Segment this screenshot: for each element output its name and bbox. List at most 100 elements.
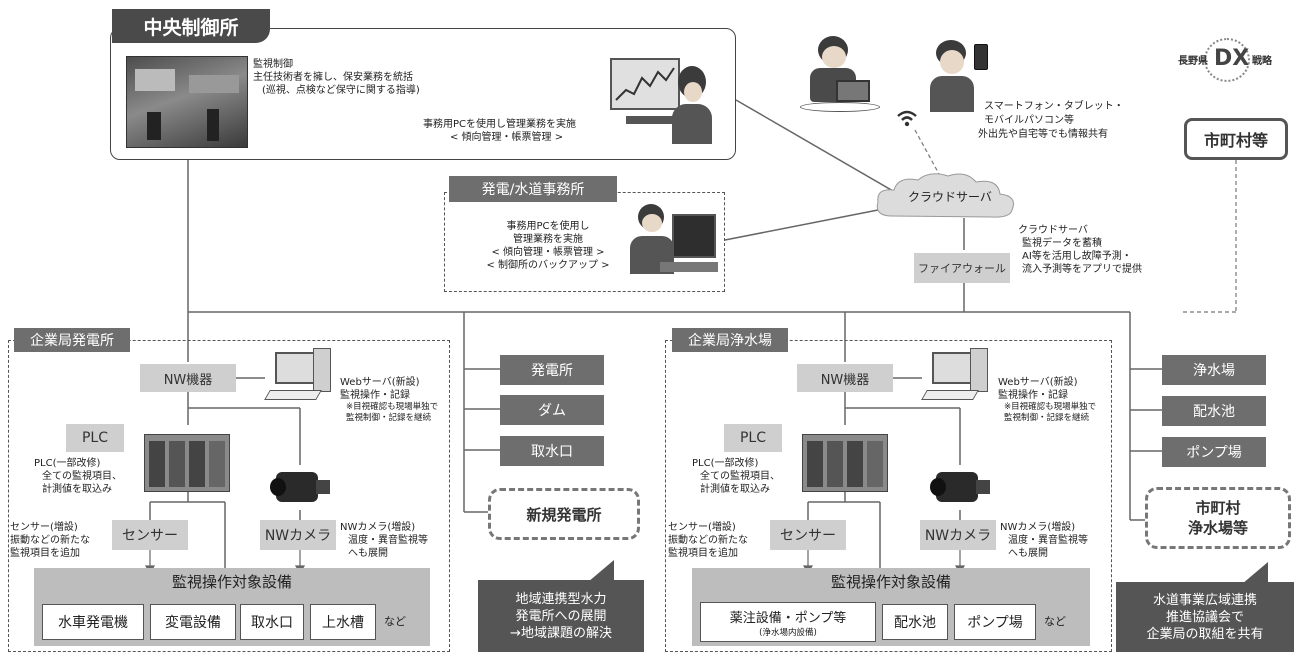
branch-office-title: 発電/水道事務所 xyxy=(449,176,617,202)
cloud-label: クラウドサーバ xyxy=(908,190,992,204)
pp-equip-intake: 取水口 xyxy=(240,604,304,640)
mid-callout-line1: 地域連携型水力 xyxy=(515,591,607,607)
wp-nw-device: NW機器 xyxy=(797,364,893,392)
cloud-server-icon: クラウドサーバ xyxy=(872,170,1022,222)
muni-water-line2: 浄水場等 xyxy=(1187,519,1248,537)
pp-plc-box: PLC xyxy=(66,424,124,452)
wp-target-title: 監視操作対象設備 xyxy=(830,572,951,591)
branch-worker-illustration xyxy=(630,200,720,280)
new-power-plant-box: 新規発電所 xyxy=(488,488,640,540)
pp-nw-device: NW機器 xyxy=(140,364,236,392)
cloud-desc1: 監視データを蓄積 xyxy=(1022,238,1102,249)
wp-etc: など xyxy=(1044,615,1066,628)
pp-camera-icon xyxy=(270,466,332,508)
pp-equip-turbine: 水車発電機 xyxy=(42,604,144,640)
pp-web4: 監視制御・記録を継続 xyxy=(346,413,432,423)
mid-callout-line2: 発電所への展開 xyxy=(515,608,607,624)
wp-equip-pump: ポンプ場 xyxy=(954,604,1036,640)
right-item-reservoir: 配水池 xyxy=(1162,396,1266,426)
pp-target-title: 監視操作対象設備 xyxy=(171,572,292,591)
pp-plc-device-icon xyxy=(144,434,230,492)
mid-item-intake: 取水口 xyxy=(500,436,604,466)
pp-camera-box: NWカメラ xyxy=(260,520,336,550)
wp-camera3: へも展開 xyxy=(1008,548,1048,559)
wp-camera-icon xyxy=(930,466,992,508)
pp-sensor-box: センサー xyxy=(112,520,188,550)
right-callout-line2: 推進協議会で xyxy=(1165,609,1244,625)
firewall-box: ファイアウォール xyxy=(914,253,1010,283)
mobile-line2: モバイルパソコン等 xyxy=(984,115,1074,126)
cloud-desc-title: クラウドサーバ xyxy=(1018,225,1088,236)
pp-camera3: へも展開 xyxy=(348,548,388,559)
pp-web2: 監視操作・記録 xyxy=(340,390,410,401)
mid-item-power-plant: 発電所 xyxy=(500,355,604,385)
wifi-icon xyxy=(896,108,918,128)
wp-equip-reservoir: 配水池 xyxy=(882,604,948,640)
monitor-head: 監視制御 xyxy=(253,59,293,70)
mid-callout: 地域連携型水力 発電所への展開 →地域課題の解決 xyxy=(478,580,644,652)
pp-sensor2: 振動などの新たな xyxy=(10,535,90,546)
monitor-line2: (巡視、点検など保守に関する指導) xyxy=(262,85,420,96)
pp-camera1: NWカメラ(増設) xyxy=(340,522,416,533)
monitor-line1: 主任技術者を擁し、保安業務を統括 xyxy=(253,72,413,83)
muni-water-box: 市町村 浄水場等 xyxy=(1145,487,1291,549)
logo-dx: DX xyxy=(1214,46,1250,71)
central-control-title: 中央制御所 xyxy=(112,9,270,43)
branch-line4: < 制御所のバックアップ > xyxy=(486,260,610,271)
central-control-panel xyxy=(110,28,736,160)
pp-web3: ※目視確認も現場単独で xyxy=(346,402,439,412)
power-plant-title: 企業局発電所 xyxy=(14,328,130,352)
muni-water-line1: 市町村 xyxy=(1195,499,1241,517)
pp-sensor3: 監視項目を追加 xyxy=(10,548,80,559)
wp-equip-chemical: 薬注設備・ポンプ等 (浄水場内設備) xyxy=(700,602,876,642)
mid-item-dam: ダム xyxy=(500,395,604,425)
pp-web1: Webサーバ(新設) xyxy=(340,377,420,388)
wp-web4: 監視制御・記録を継続 xyxy=(1004,413,1090,423)
branch-line2: 管理業務を実施 xyxy=(513,234,583,245)
wp-web3: ※目視確認も現場単独で xyxy=(1004,402,1097,412)
wp-plc3: 計測値を取込み xyxy=(700,484,770,495)
branch-line3: < 傾向管理・帳票管理 > xyxy=(491,247,605,258)
water-plant-panel xyxy=(665,340,1112,652)
wp-sensor1: センサー(増設) xyxy=(668,522,736,533)
municipality-box: 市町村等 xyxy=(1184,118,1288,160)
pp-etc: など xyxy=(384,615,406,628)
central-pc-line2: < 傾向管理・帳票管理 > xyxy=(450,132,564,143)
tablet-user-illustration xyxy=(800,36,880,114)
wp-sensor-box: センサー xyxy=(770,520,846,550)
wp-plc-box: PLC xyxy=(724,424,782,452)
control-room-photo xyxy=(126,56,248,148)
right-item-pump: ポンプ場 xyxy=(1162,437,1266,467)
mid-callout-line3: →地域課題の解決 xyxy=(510,625,612,641)
pp-plc1: PLC(一部改修) xyxy=(34,458,101,469)
wp-equip1-sub: (浄水場内設備) xyxy=(759,627,817,638)
water-plant-title: 企業局浄水場 xyxy=(672,328,788,352)
wp-sensor2: 振動などの新たな xyxy=(668,535,748,546)
nagano-dx-logo: 長野県 DX 戦略 xyxy=(1172,38,1282,82)
right-callout-pointer xyxy=(1242,562,1268,584)
power-plant-panel xyxy=(8,340,450,652)
mid-callout-pointer xyxy=(588,560,614,582)
trend-chart-icon xyxy=(615,67,675,101)
wp-sensor3: 監視項目を追加 xyxy=(668,548,738,559)
wp-web1: Webサーバ(新設) xyxy=(998,377,1078,388)
wp-camera1: NWカメラ(増設) xyxy=(1000,522,1076,533)
wp-plc2: 全ての監視項目、 xyxy=(700,471,780,482)
right-callout-line3: 企業局の取組を共有 xyxy=(1146,626,1264,642)
central-pc-line1: 事務用PCを使用し管理業務を実施 xyxy=(423,119,577,130)
right-callout-line1: 水道事業広域連携 xyxy=(1152,592,1257,608)
wp-web-server-icon xyxy=(921,348,992,408)
logo-suffix: 戦略 xyxy=(1252,56,1272,67)
cloud-desc3: 流入予測等をアプリで提供 xyxy=(1022,264,1142,275)
pp-sensor1: センサー(増設) xyxy=(10,522,78,533)
pp-plc2: 全ての監視項目、 xyxy=(42,471,122,482)
wp-web2: 監視操作・記録 xyxy=(998,390,1068,401)
pp-equip-substation: 変電設備 xyxy=(150,604,236,640)
wp-plc1: PLC(一部改修) xyxy=(692,458,759,469)
logo-prefix: 長野県 xyxy=(1178,56,1208,67)
wp-camera-box: NWカメラ xyxy=(920,520,996,550)
wp-camera2: 温度・異音監視等 xyxy=(1008,535,1088,546)
pp-web-server-icon xyxy=(264,348,335,408)
smartphone-user-illustration xyxy=(928,36,1004,114)
mobile-line1: スマートフォン・タブレット・ xyxy=(984,101,1124,112)
